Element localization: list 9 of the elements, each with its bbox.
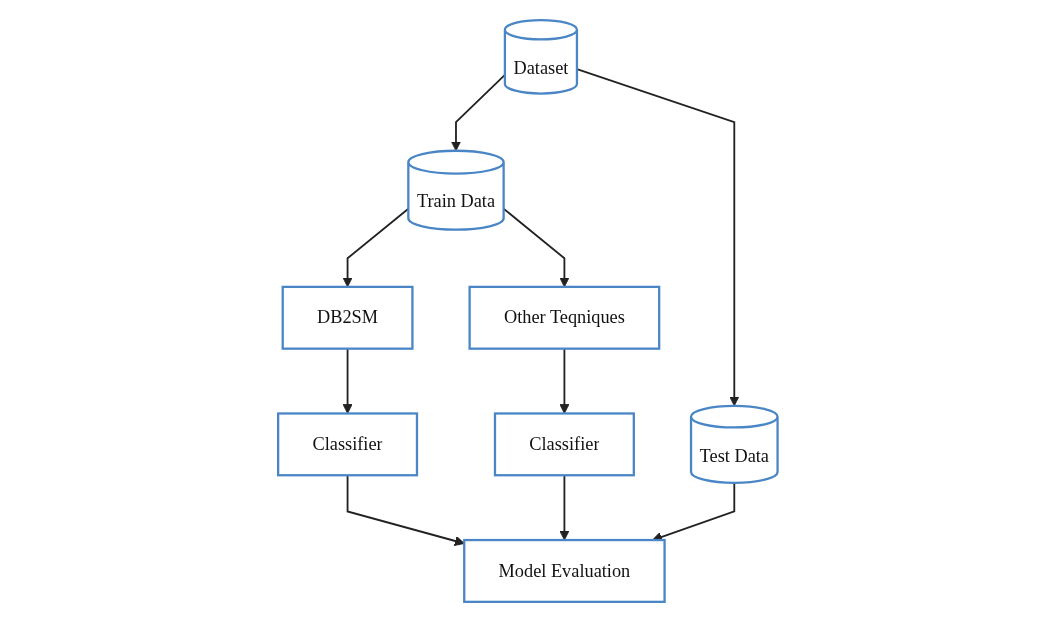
node-box: Classifier: [494, 411, 636, 476]
node-box: Other Teqniques: [468, 285, 661, 350]
arrow: [342, 207, 410, 287]
node-box: Model Evaluation: [463, 538, 666, 603]
arrow: [576, 67, 740, 406]
arrow: [502, 207, 570, 287]
node-box: DB2SM: [281, 285, 414, 350]
node-box: Classifier: [277, 411, 419, 476]
arrow: [451, 73, 506, 151]
